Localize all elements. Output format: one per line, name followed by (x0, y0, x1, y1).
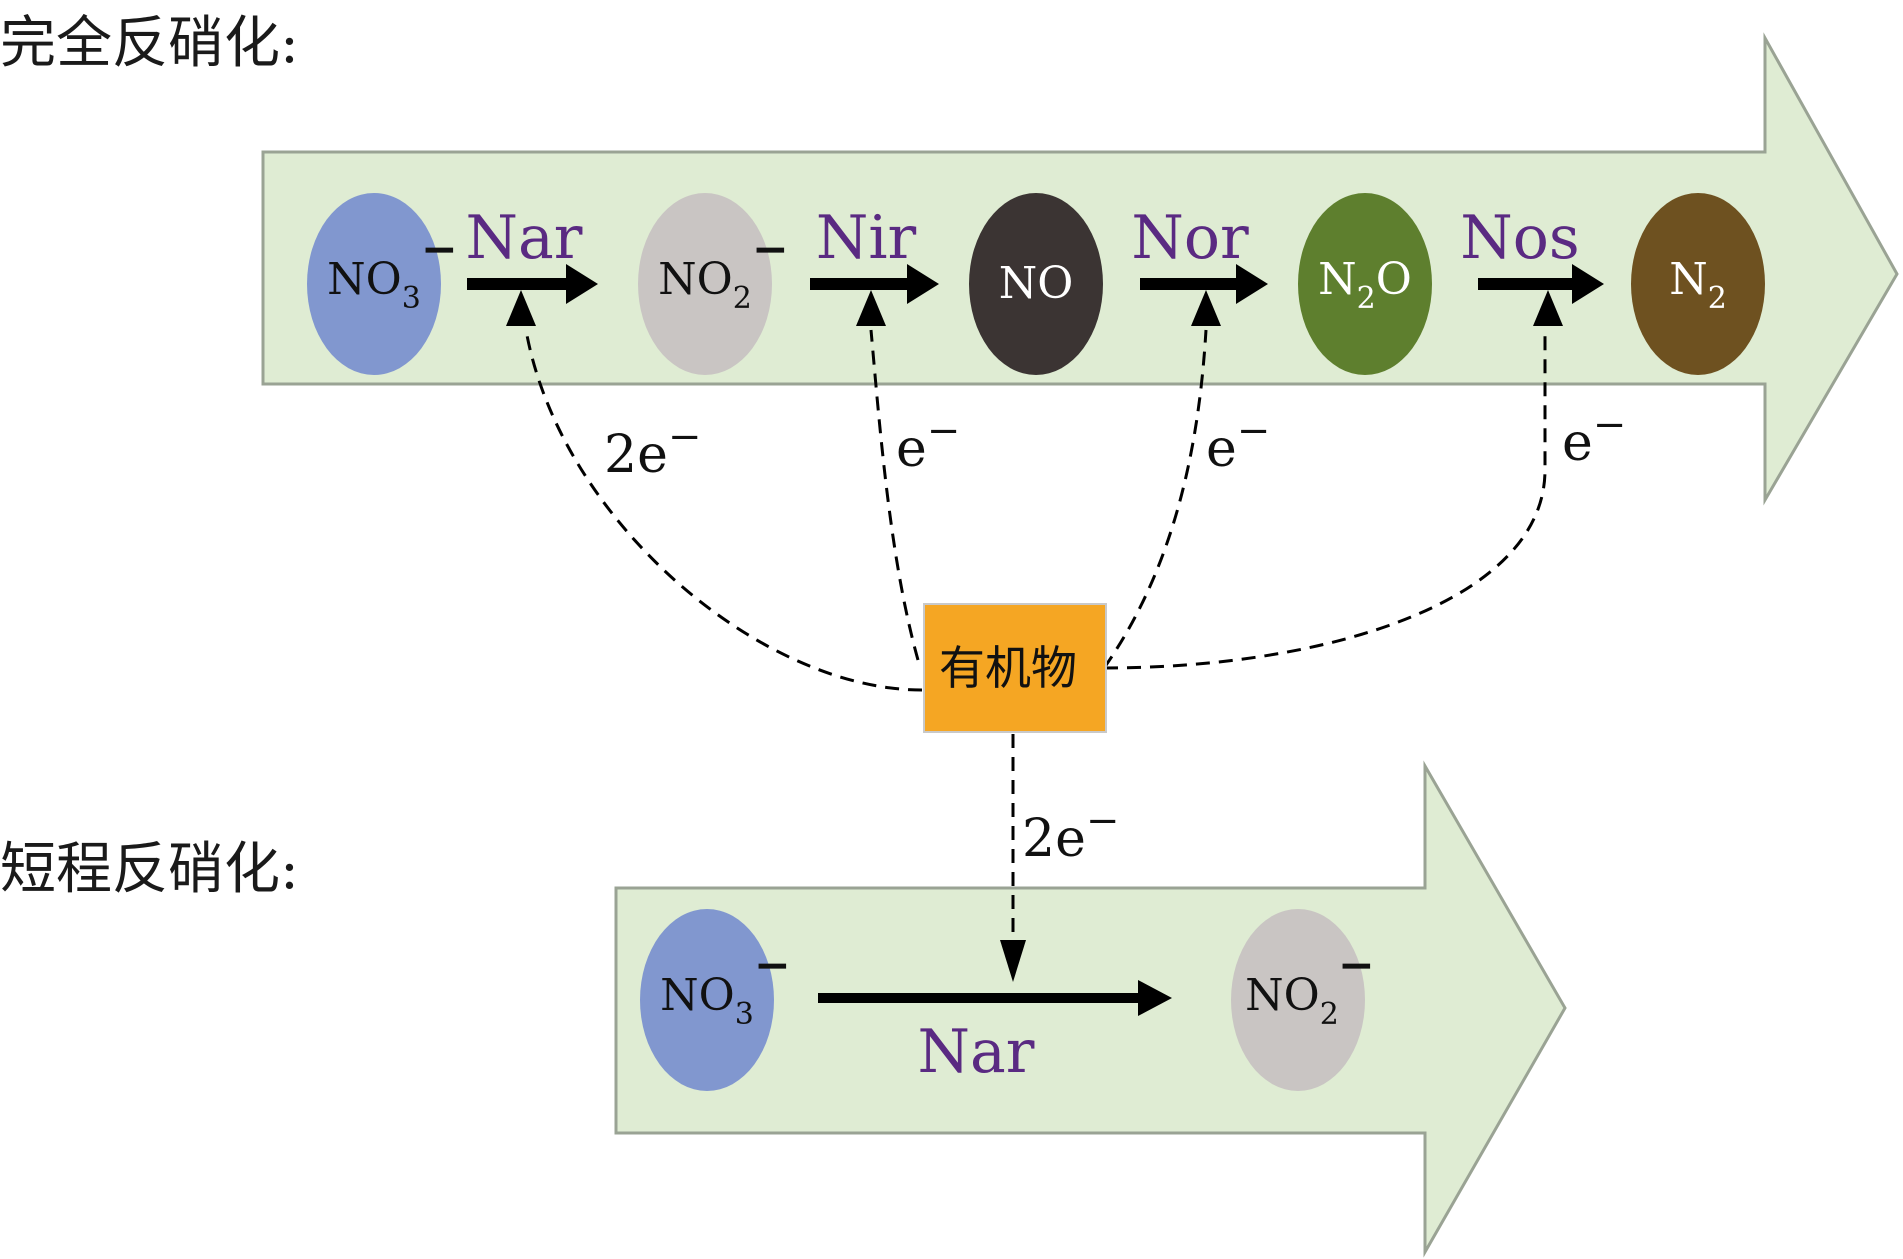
electron-label-nos: e− (1562, 402, 1626, 473)
svg-text:NO: NO (999, 258, 1074, 309)
molecule-no2: NO2 − (638, 193, 789, 375)
svg-text:−: − (754, 940, 791, 991)
short-pathway-arrow (614, 760, 1567, 1258)
enzyme-nar: Nar (466, 203, 583, 273)
svg-text:N2: N2 (1669, 254, 1727, 316)
enzyme-nor: Nor (1131, 203, 1249, 273)
enzyme-nir: Nir (816, 203, 917, 273)
reaction-arrows (467, 264, 1604, 304)
molecule-no: NO (969, 193, 1103, 375)
enzyme-nos: Nos (1460, 203, 1579, 273)
short-molecule-no2: NO2 − (1231, 909, 1375, 1091)
electron-label-short: 2e− (1022, 798, 1119, 869)
electron-paths (524, 329, 1547, 945)
short-enzyme-nar: Nar (918, 1017, 1035, 1087)
short-molecule-no3: NO3 − (640, 909, 791, 1091)
svg-text:−: − (1338, 940, 1375, 991)
svg-text:NO2: NO2 (1245, 970, 1339, 1032)
electron-label-nir: e− (896, 408, 960, 479)
svg-text:N2O: N2O (1318, 254, 1412, 316)
complete-denitrification-title: 完全反硝化: (0, 11, 299, 76)
electron-label-nar: 2e− (604, 414, 701, 485)
svg-text:NO2: NO2 (658, 254, 752, 316)
organic-matter-box: 有机物 (923, 603, 1107, 733)
svg-text:−: − (752, 224, 789, 275)
svg-text:NO3: NO3 (327, 254, 421, 316)
electron-arrowheads (506, 290, 1563, 982)
molecule-n2: N2 (1631, 193, 1765, 375)
svg-text:有机物: 有机物 (939, 641, 1077, 695)
electron-label-nor: e− (1206, 408, 1270, 479)
svg-text:−: − (421, 224, 458, 275)
molecule-no3: NO3 − (307, 193, 458, 375)
molecule-n2o: N2O (1298, 193, 1432, 375)
svg-text:NO3: NO3 (660, 970, 754, 1032)
short-reaction-arrow (818, 980, 1172, 1016)
short-denitrification-title: 短程反硝化: (0, 837, 299, 902)
